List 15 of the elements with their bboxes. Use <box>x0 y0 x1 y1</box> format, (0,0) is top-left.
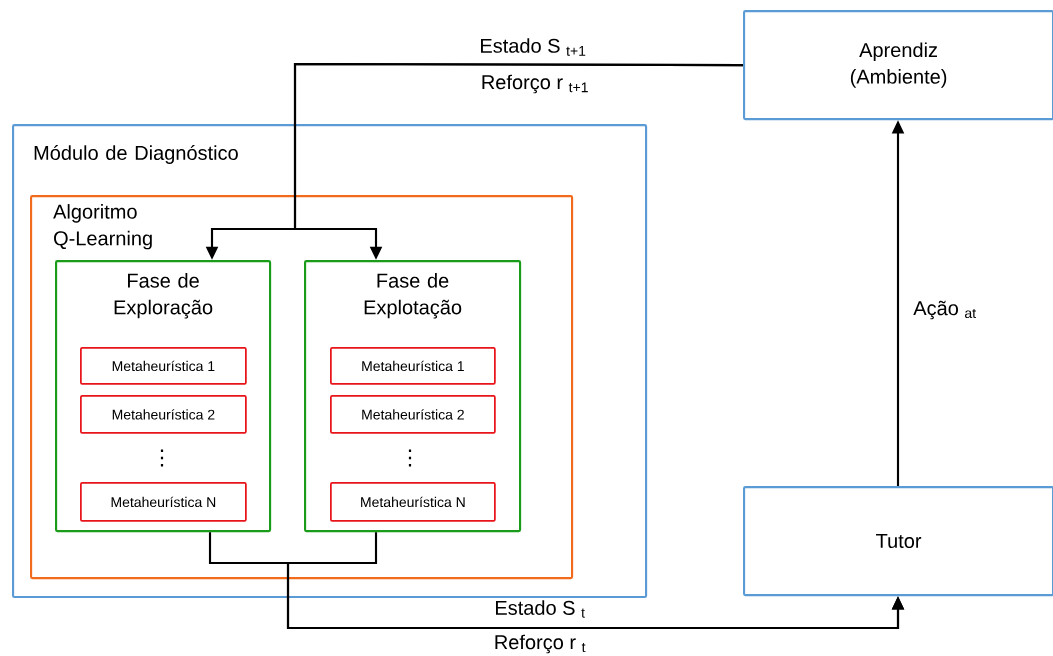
edge-label: Ação $_{at}$ <box>911 299 979 321</box>
edge-label: Estado S $_{t+1}$ <box>478 36 588 58</box>
ellipsis: ⋮ <box>408 449 412 467</box>
heuristic-box: Metaheurística N <box>80 482 247 522</box>
heuristic-box: Metaheurística N <box>330 482 496 522</box>
edge-label: Estado S $_{t}$ <box>493 598 587 620</box>
process-box: Tutor <box>743 486 1053 597</box>
ellipsis: ⋮ <box>160 449 164 467</box>
edge-label: Reforço r $_{t+1}$ <box>479 73 591 95</box>
heuristic-box: Metaheurística 1 <box>330 347 496 385</box>
process-box: Aprendiz (Ambiente) <box>743 10 1053 121</box>
edge-label: Reforço r $_{t}$ <box>492 633 588 655</box>
heuristic-box: Metaheurística 2 <box>80 395 247 434</box>
heuristic-box: Metaheurística 2 <box>330 395 496 434</box>
heuristic-box: Metaheurística 1 <box>80 347 247 385</box>
